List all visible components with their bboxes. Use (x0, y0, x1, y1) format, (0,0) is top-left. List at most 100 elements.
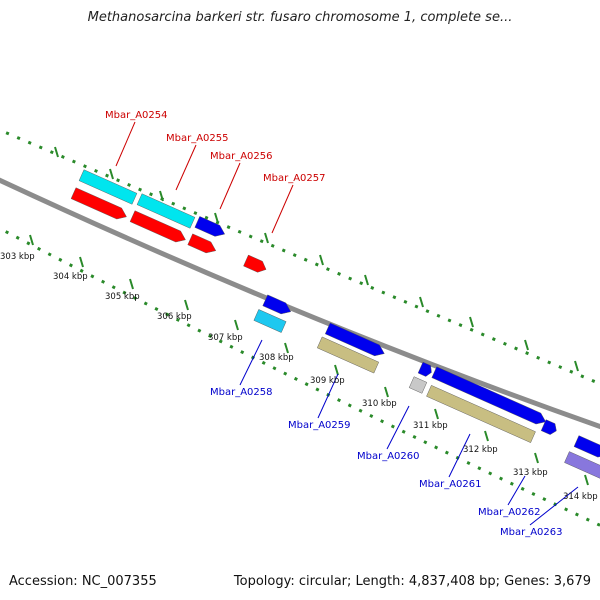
leader-line (507, 475, 526, 506)
cds-feature (194, 216, 226, 237)
labels-layer: 303 kbp 304 kbp 305 kbp 306 kbp 307 kbp 308 k… (0, 110, 598, 538)
major-tick (524, 339, 529, 351)
leader-line (448, 433, 471, 478)
major-tick (79, 256, 84, 268)
gene-feature-shape (564, 451, 600, 481)
cds-feature (129, 210, 186, 243)
cds-feature (187, 233, 217, 254)
misc-feature-shape (408, 376, 428, 394)
leader-line (271, 184, 294, 234)
major-tick (484, 430, 489, 442)
gene-label: Mbar_A0259 (288, 420, 351, 431)
kbp-label: 307 kbp (208, 333, 243, 343)
gene-feature (136, 193, 196, 229)
cds-feature-shape (129, 210, 186, 243)
gene-feature (78, 169, 138, 205)
cds-feature (573, 435, 600, 458)
kbp-label: 313 kbp (513, 468, 548, 478)
major-tick (319, 254, 324, 266)
major-tick (54, 146, 59, 158)
major-tick (364, 274, 369, 286)
major-tick (284, 342, 289, 354)
gene-label: Mbar_A0260 (357, 451, 420, 462)
gene-feature (253, 309, 287, 333)
leader-line (219, 162, 241, 210)
major-tick (434, 408, 439, 420)
gene-feature (564, 451, 600, 481)
cds-feature-shape (70, 187, 127, 220)
tick-ring-outer (0, 128, 600, 386)
major-tick (574, 360, 579, 372)
kbp-label: 311 kbp (413, 421, 448, 431)
backbone-layer (0, 177, 600, 430)
cds-feature-shape (262, 294, 292, 315)
cds-feature-shape (540, 419, 557, 435)
gene-label: Mbar_A0258 (210, 387, 273, 398)
kbp-label: 310 kbp (362, 399, 397, 409)
leader-line (239, 339, 263, 386)
gene-feature-shape (253, 309, 287, 333)
gene-label: Mbar_A0263 (500, 527, 563, 538)
major-tick (384, 386, 389, 398)
kbp-label: 305 kbp (105, 292, 140, 302)
gene-label: Mbar_A0255 (166, 133, 229, 144)
major-tick (419, 296, 424, 308)
cds-feature-shape (187, 233, 217, 254)
major-tick (469, 316, 474, 328)
cds-feature-shape (417, 361, 432, 377)
page-title: Methanosarcina barkeri str. fusaro chrom… (87, 10, 513, 25)
cds-feature-shape (573, 435, 600, 458)
cds-feature (70, 187, 127, 220)
gene-feature (316, 336, 380, 374)
major-tick (534, 452, 539, 464)
cds-feature-shape (431, 366, 547, 425)
leaders-layer (115, 121, 579, 526)
cds-feature (324, 322, 385, 357)
leader-line (175, 144, 197, 191)
cds-feature-shape (324, 322, 385, 357)
leader-line (317, 373, 339, 419)
backbone-line (0, 177, 600, 430)
cds-feature (540, 419, 557, 435)
major-tick (29, 234, 34, 246)
gene-label: Mbar_A0254 (105, 110, 168, 121)
gene-label: Mbar_A0262 (478, 507, 541, 518)
major-tick (214, 212, 219, 224)
gene-label: Mbar_A0256 (210, 151, 273, 162)
accession-text: Accession: NC_007355 (9, 574, 157, 589)
cds-feature (431, 366, 547, 425)
tick-ring-inner (0, 226, 600, 527)
kbp-label: 314 kbp (563, 492, 598, 502)
major-tick (584, 474, 589, 486)
cds-feature (262, 294, 292, 315)
gene-feature-shape (316, 336, 380, 374)
features-layer (70, 169, 600, 481)
cds-feature (417, 361, 432, 377)
major-tick (109, 168, 114, 180)
kbp-label: 309 kbp (310, 376, 345, 386)
misc-feature (408, 376, 428, 394)
cds-feature (243, 254, 267, 273)
cds-feature-shape (243, 254, 267, 273)
major-tick (184, 299, 189, 311)
major-tick (129, 278, 134, 290)
cds-feature-shape (194, 216, 226, 237)
kbp-label: 304 kbp (53, 272, 88, 282)
major-tick (234, 319, 239, 331)
summary-text: Topology: circular; Length: 4,837,408 bp… (233, 574, 591, 589)
leader-line (529, 486, 579, 526)
kbp-label: 303 kbp (0, 252, 35, 262)
gene-feature-shape (426, 385, 536, 443)
major-tick (264, 232, 269, 244)
leader-line (115, 121, 136, 167)
gene-feature-shape (78, 169, 138, 205)
kbp-label: 306 kbp (157, 312, 192, 322)
gene-feature-shape (136, 193, 196, 229)
leader-line (386, 405, 410, 450)
gene-feature (426, 385, 536, 443)
major-tick (334, 364, 339, 376)
gene-label: Mbar_A0261 (419, 479, 482, 490)
kbp-label: 308 kbp (259, 353, 294, 363)
gene-label: Mbar_A0257 (263, 173, 326, 184)
